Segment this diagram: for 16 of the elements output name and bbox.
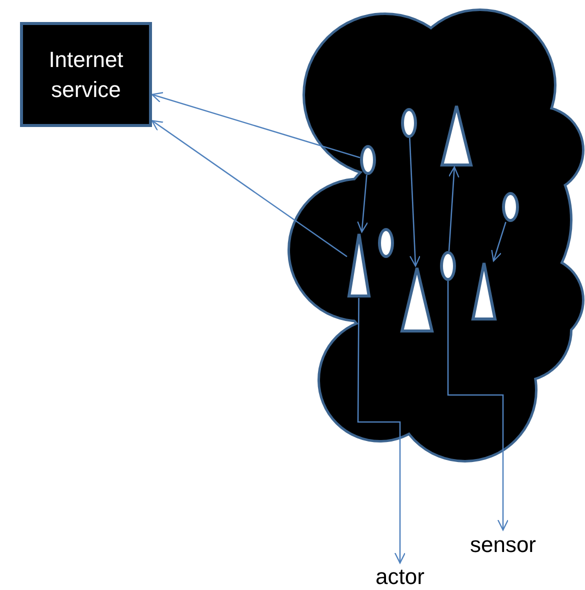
- arrow: [151, 120, 348, 258]
- arrow: [448, 166, 460, 252]
- triangle-node: [400, 266, 434, 333]
- triangle-node: [471, 261, 497, 321]
- arrow: [151, 92, 360, 158]
- service-box: [20, 22, 152, 127]
- node-label: actor: [376, 563, 424, 590]
- arrow: [357, 298, 406, 564]
- arrow: [447, 281, 509, 531]
- arrow: [409, 138, 421, 267]
- triangle-node: [440, 104, 473, 167]
- box-label: Internet service: [48, 46, 124, 104]
- triangle-node: [347, 232, 371, 298]
- arrow: [357, 174, 368, 233]
- arrow: [491, 222, 506, 262]
- node-label: sensor: [470, 531, 536, 560]
